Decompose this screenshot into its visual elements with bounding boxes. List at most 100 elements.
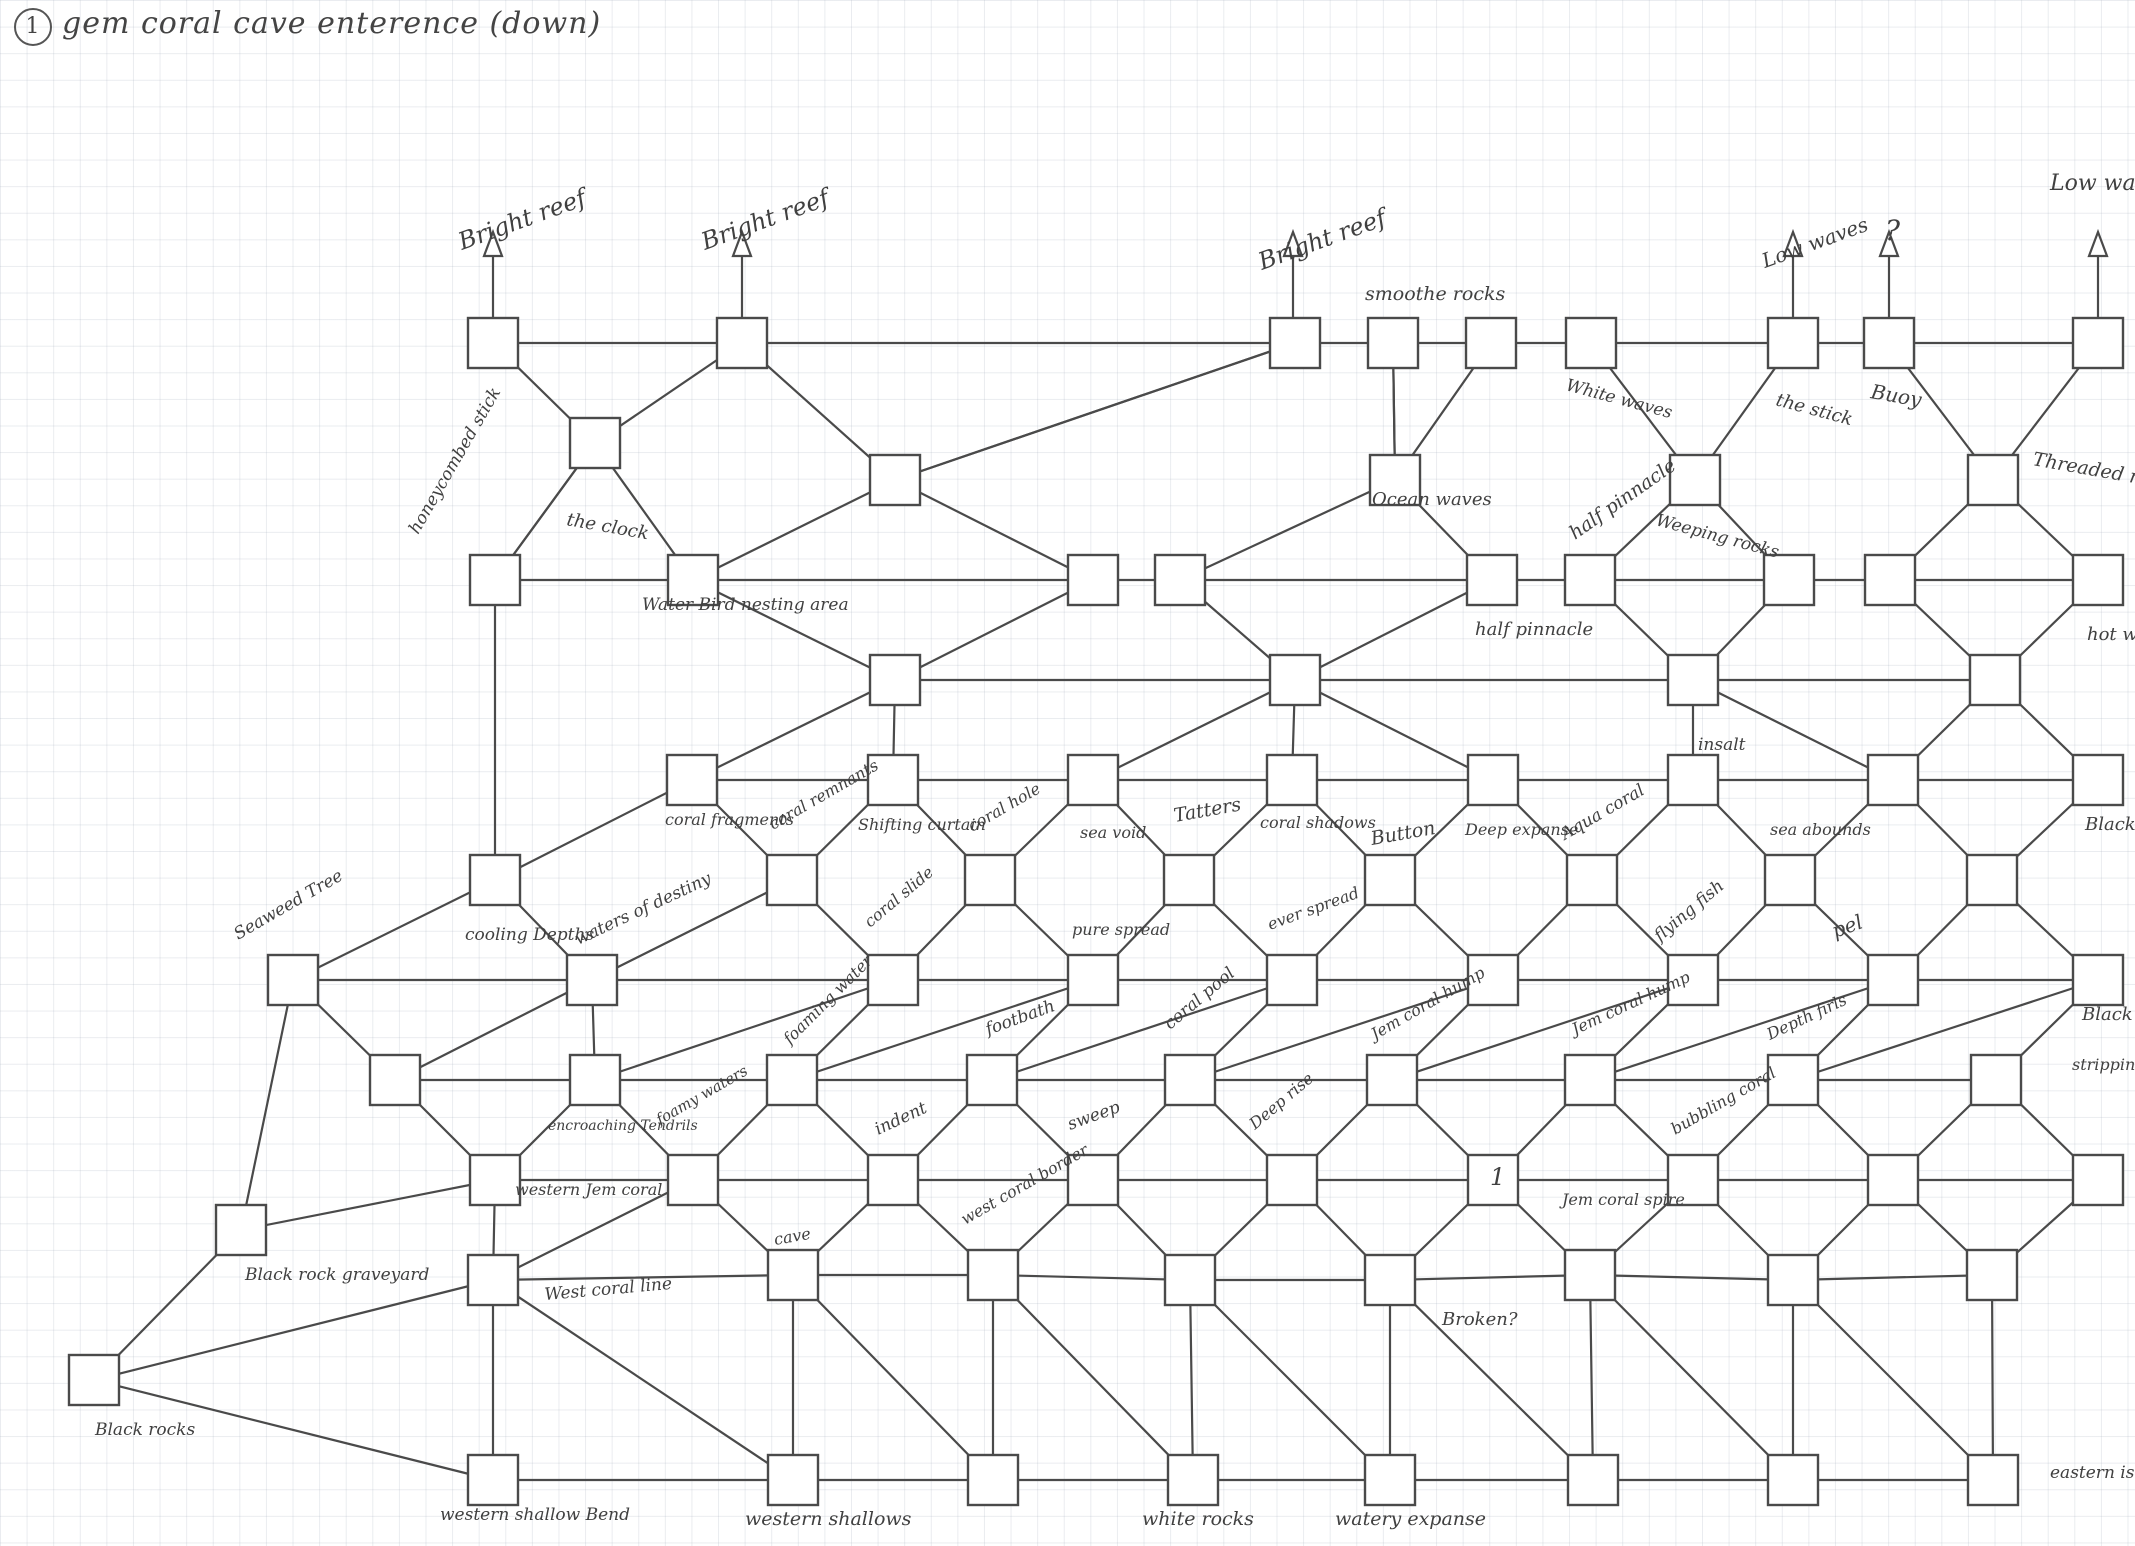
room-box[interactable]: [715, 316, 769, 370]
room-box[interactable]: [868, 453, 922, 507]
room-box[interactable]: [468, 1153, 522, 1207]
room-label-footbath: footbath: [981, 996, 1058, 1040]
room-box[interactable]: [1466, 953, 1520, 1007]
room-box[interactable]: [766, 1248, 820, 1302]
room-box[interactable]: [1766, 316, 1820, 370]
corridor-line: [491, 1278, 795, 1482]
room-box[interactable]: [1565, 853, 1619, 907]
room-box[interactable]: [1465, 553, 1519, 607]
room-box[interactable]: [866, 753, 920, 807]
room-box[interactable]: [468, 553, 522, 607]
room-box[interactable]: [1268, 316, 1322, 370]
room-box[interactable]: [1363, 853, 1417, 907]
room-box[interactable]: [866, 1153, 920, 1207]
room-box[interactable]: [1863, 553, 1917, 607]
room-box[interactable]: [1162, 853, 1216, 907]
room-box[interactable]: [1365, 1053, 1419, 1107]
room-label-western-shallows: western shallows: [745, 1508, 912, 1530]
room-box[interactable]: [1363, 1453, 1417, 1507]
room-box[interactable]: [765, 1053, 819, 1107]
corridor-line: [893, 578, 1095, 682]
room-box[interactable]: [1866, 753, 1920, 807]
room-box[interactable]: [866, 953, 920, 1007]
room-box[interactable]: [1666, 653, 1720, 707]
corridor-line: [1188, 978, 1495, 1082]
exit-arrow-head: [1282, 228, 1304, 258]
room-box[interactable]: [1666, 1153, 1720, 1207]
room-box[interactable]: [468, 853, 522, 907]
room-box[interactable]: [966, 1453, 1020, 1507]
room-label-deep-expanse: Deep expanse: [1464, 820, 1578, 839]
room-box[interactable]: [1163, 1253, 1217, 1307]
room-box[interactable]: [666, 1153, 720, 1207]
room-box[interactable]: [2071, 953, 2125, 1007]
room-box[interactable]: [1965, 1248, 2019, 1302]
room-box[interactable]: [1564, 316, 1618, 370]
corridor-line: [493, 778, 694, 882]
room-box[interactable]: [568, 1053, 622, 1107]
room-box[interactable]: [1268, 653, 1322, 707]
room-box[interactable]: [1966, 453, 2020, 507]
room-label-the-clock: the clock: [565, 509, 650, 544]
room-box[interactable]: [1466, 753, 1520, 807]
room-box[interactable]: [1265, 953, 1319, 1007]
room-box[interactable]: [963, 853, 1017, 907]
room-box[interactable]: [214, 1203, 268, 1257]
room-box[interactable]: [1766, 1453, 1820, 1507]
room-box[interactable]: [1763, 853, 1817, 907]
room-box[interactable]: [1668, 453, 1722, 507]
room-box[interactable]: [1265, 753, 1319, 807]
room-box[interactable]: [1566, 1453, 1620, 1507]
room-box[interactable]: [1563, 553, 1617, 607]
room-box[interactable]: [1968, 653, 2022, 707]
room-box[interactable]: [965, 1053, 1019, 1107]
room-box[interactable]: [466, 316, 520, 370]
room-box[interactable]: [466, 1253, 520, 1307]
room-box[interactable]: [67, 1353, 121, 1407]
room-box[interactable]: [1666, 753, 1720, 807]
room-box[interactable]: [2071, 753, 2125, 807]
room-box[interactable]: [1153, 553, 1207, 607]
room-box[interactable]: [565, 953, 619, 1007]
room-box[interactable]: [2071, 553, 2125, 607]
room-label-coral-slide: coral slide: [860, 862, 937, 931]
room-box[interactable]: [1166, 1453, 1220, 1507]
room-box[interactable]: [266, 953, 320, 1007]
room-box[interactable]: [1862, 316, 1916, 370]
room-box[interactable]: [368, 1053, 422, 1107]
room-box[interactable]: [1466, 1153, 1520, 1207]
room-label-honeycombed-stick: honeycombed stick: [405, 384, 505, 538]
room-box[interactable]: [1969, 1053, 2023, 1107]
room-box[interactable]: [1866, 1153, 1920, 1207]
room-box[interactable]: [868, 653, 922, 707]
room-box[interactable]: [1966, 1453, 2020, 1507]
room-box[interactable]: [1163, 1053, 1217, 1107]
room-box[interactable]: [1563, 1248, 1617, 1302]
room-box[interactable]: [666, 553, 720, 607]
room-box[interactable]: [1762, 553, 1816, 607]
room-box[interactable]: [1265, 1153, 1319, 1207]
room-box[interactable]: [1666, 953, 1720, 1007]
room-box[interactable]: [765, 853, 819, 907]
room-box[interactable]: [1464, 316, 1518, 370]
room-box[interactable]: [1066, 1153, 1120, 1207]
room-box[interactable]: [1066, 553, 1120, 607]
room-label-ever-spread: ever spread: [1265, 883, 1362, 934]
room-box[interactable]: [2071, 316, 2125, 370]
room-box[interactable]: [1965, 853, 2019, 907]
room-box[interactable]: [1066, 753, 1120, 807]
room-box[interactable]: [966, 1248, 1020, 1302]
room-box[interactable]: [1766, 1053, 1820, 1107]
room-box[interactable]: [2071, 1153, 2125, 1207]
room-box[interactable]: [1366, 316, 1420, 370]
room-box[interactable]: [1363, 1253, 1417, 1307]
room-box[interactable]: [1066, 953, 1120, 1007]
room-box[interactable]: [568, 416, 622, 470]
room-box[interactable]: [1866, 953, 1920, 1007]
room-box[interactable]: [1766, 1253, 1820, 1307]
room-box[interactable]: [665, 753, 719, 807]
room-box[interactable]: [466, 1453, 520, 1507]
room-box[interactable]: [766, 1453, 820, 1507]
room-box[interactable]: [1563, 1053, 1617, 1107]
room-box[interactable]: [1368, 453, 1422, 507]
